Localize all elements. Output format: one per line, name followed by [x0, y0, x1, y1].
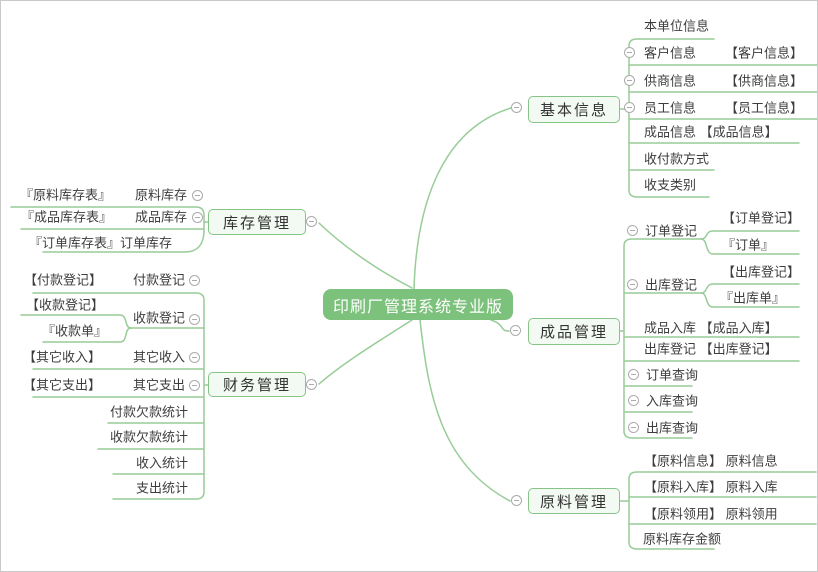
- topic-material-usage[interactable]: 【原料领用】 原料领用: [644, 506, 778, 522]
- central-topic[interactable]: 印刷厂管理系统专业版: [323, 289, 513, 320]
- topic-outbound-report[interactable]: 『出库单』: [720, 290, 786, 306]
- topic-outbound-registration-form[interactable]: 【出库登记】: [722, 264, 801, 280]
- topic-outbound-query[interactable]: 出库查询: [646, 420, 699, 436]
- topic-employee-info-form[interactable]: 【员工信息】: [725, 100, 804, 116]
- collapse-icon[interactable]: [624, 75, 635, 86]
- collapse-icon[interactable]: [510, 325, 521, 336]
- collapse-icon[interactable]: [306, 379, 317, 390]
- topic-material-info[interactable]: 【原料信息】 原料信息: [644, 453, 778, 469]
- topic-unit-info[interactable]: 本单位信息: [644, 18, 710, 34]
- topic-product-stock-report[interactable]: 『成品库存表』: [20, 209, 112, 225]
- topic-supplier-info-form[interactable]: 【供商信息】: [725, 73, 804, 89]
- collapse-icon[interactable]: [627, 225, 638, 236]
- branch-node-raw-material[interactable]: 原料管理: [528, 488, 620, 514]
- topic-order-stock[interactable]: 『订单库存表』订单库存: [28, 235, 172, 251]
- connector-path: [490, 319, 510, 332]
- topic-order-registration[interactable]: 订单登记: [645, 223, 698, 239]
- topic-supplier-info[interactable]: 供商信息: [644, 73, 697, 89]
- topic-customer-info-form[interactable]: 【客户信息】: [725, 45, 804, 61]
- topic-payment-registration-form[interactable]: 【付款登记】: [23, 272, 102, 288]
- topic-product-info[interactable]: 成品信息 【成品信息】: [644, 124, 778, 140]
- branch-node-finance[interactable]: 财务管理: [208, 372, 306, 397]
- topic-material-stock-amount[interactable]: 原料库存金额: [643, 531, 722, 547]
- connector-path: [318, 222, 413, 289]
- collapse-icon[interactable]: [511, 102, 522, 113]
- topic-employee-info[interactable]: 员工信息: [644, 100, 697, 116]
- collapse-icon[interactable]: [189, 380, 200, 391]
- topic-order-query[interactable]: 订单查询: [646, 367, 699, 383]
- topic-material-stock[interactable]: 原料库存: [134, 187, 187, 203]
- collapse-icon[interactable]: [628, 422, 639, 433]
- branch-node-basic-info[interactable]: 基本信息: [528, 96, 620, 123]
- topic-material-stock-report[interactable]: 『原料库存表』: [19, 187, 111, 203]
- connector-path: [628, 38, 715, 198]
- topic-product-stock[interactable]: 成品库存: [134, 209, 187, 225]
- topic-receipt-report[interactable]: 『收款单』: [41, 323, 107, 339]
- topic-order-registration-form[interactable]: 【订单登记】: [722, 210, 801, 226]
- collapse-icon[interactable]: [627, 279, 638, 290]
- topic-receipt-registration[interactable]: 收款登记: [132, 310, 185, 326]
- connector-path: [419, 319, 511, 502]
- topic-product-inbound[interactable]: 成品入库 【成品入库】: [644, 320, 778, 336]
- connector-path: [318, 319, 413, 385]
- topic-payment-methods[interactable]: 收付款方式: [644, 151, 710, 167]
- topic-customer-info[interactable]: 客户信息: [644, 45, 697, 61]
- collapse-icon[interactable]: [189, 314, 200, 325]
- connector-path: [413, 107, 512, 291]
- collapse-icon[interactable]: [624, 102, 635, 113]
- topic-other-expense-form[interactable]: 【其它支出】: [22, 377, 101, 393]
- collapse-icon[interactable]: [306, 216, 317, 227]
- collapse-icon[interactable]: [189, 275, 200, 286]
- topic-outbound-registration-2[interactable]: 出库登记 【出库登记】: [644, 341, 778, 357]
- topic-outbound-registration[interactable]: 出库登记: [645, 277, 698, 293]
- topic-income-stats[interactable]: 收入统计: [135, 455, 188, 471]
- collapse-icon[interactable]: [624, 47, 635, 58]
- topic-expense-stats[interactable]: 支出统计: [135, 480, 188, 496]
- topic-other-expense[interactable]: 其它支出: [132, 377, 185, 393]
- topic-income-expense-types[interactable]: 收支类别: [644, 177, 697, 193]
- topic-order-report[interactable]: 『订单』: [722, 237, 775, 253]
- collapse-icon[interactable]: [189, 352, 200, 363]
- topic-receipt-registration-form[interactable]: 【收款登记】: [25, 297, 104, 313]
- collapse-icon[interactable]: [628, 369, 639, 380]
- branch-node-inventory[interactable]: 库存管理: [208, 209, 306, 235]
- topic-payment-registration[interactable]: 付款登记: [132, 272, 185, 288]
- topic-other-income[interactable]: 其它收入: [132, 349, 185, 365]
- collapse-icon[interactable]: [511, 495, 522, 506]
- collapse-icon[interactable]: [192, 190, 203, 201]
- topic-payment-debt-stats[interactable]: 付款欠款统计: [109, 404, 188, 420]
- collapse-icon[interactable]: [628, 395, 639, 406]
- branch-node-finished-product[interactable]: 成品管理: [528, 318, 620, 345]
- collapse-icon[interactable]: [192, 212, 203, 223]
- topic-material-inbound[interactable]: 【原料入库】 原料入库: [644, 479, 778, 495]
- topic-other-income-form[interactable]: 【其它收入】: [22, 349, 101, 365]
- topic-receipt-debt-stats[interactable]: 收款欠款统计: [109, 429, 188, 445]
- topic-inbound-query[interactable]: 入库查询: [646, 393, 699, 409]
